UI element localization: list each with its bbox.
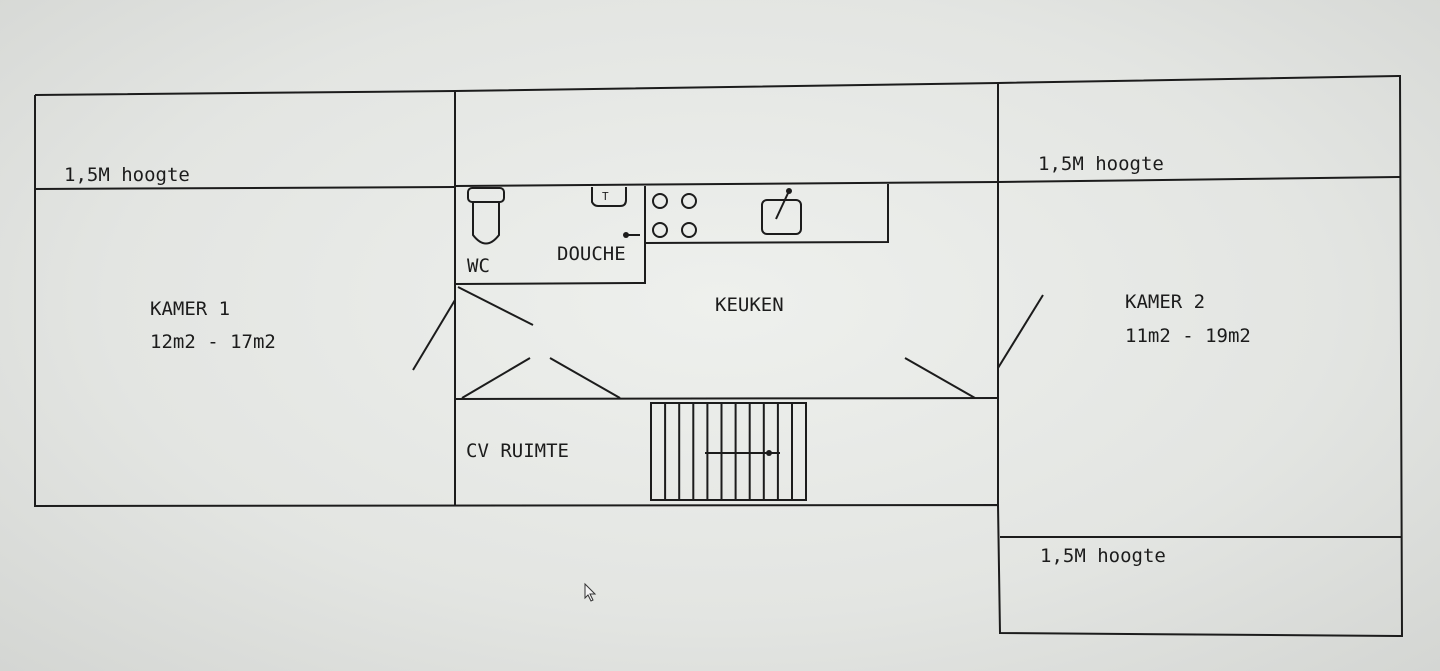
- door-icon: [412, 286, 1044, 399]
- walls: [34, 74, 1404, 638]
- room-area-kamer2: 11m2 - 19m2: [1125, 325, 1251, 347]
- height-label-right-top: 1,5M hoogte: [1038, 153, 1164, 175]
- room-label-wc: WC: [467, 255, 490, 277]
- stove-icon: [652, 193, 697, 238]
- height-label-left: 1,5M hoogte: [64, 164, 190, 186]
- room-label-kamer2: KAMER 2: [1125, 291, 1205, 313]
- mouse-cursor-icon: [584, 582, 597, 602]
- height-label-right-bottom: 1,5M hoogte: [1040, 545, 1166, 567]
- room-label-douche: DOUCHE: [557, 243, 626, 265]
- room-label-keuken: KEUKEN: [715, 294, 784, 316]
- room-area-kamer1: 12m2 - 17m2: [150, 331, 276, 353]
- room-label-kamer1: KAMER 1: [150, 298, 230, 320]
- sink-icon: [761, 188, 802, 235]
- shower-icon: T: [591, 187, 640, 238]
- room-label-cv: CV RUIMTE: [466, 440, 569, 462]
- stairs-icon: [650, 402, 807, 501]
- svg-text:T: T: [602, 190, 609, 203]
- toilet-icon: [467, 187, 505, 245]
